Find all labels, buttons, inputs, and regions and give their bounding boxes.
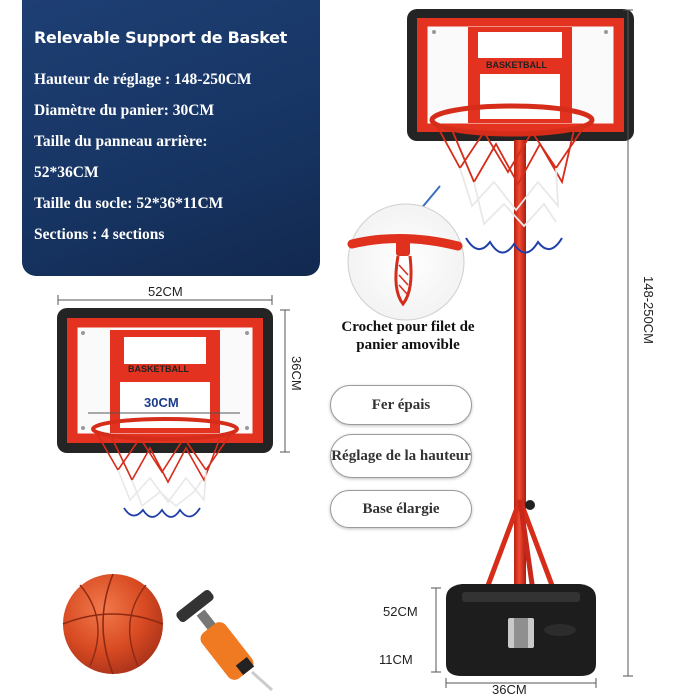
- large-board-text: BASKETBALL: [486, 60, 547, 70]
- spec-panel: Relevable Support de Basket Hauteur de r…: [22, 0, 320, 276]
- feature-height-adjust: Réglage de la hauteur: [330, 434, 472, 478]
- small-backboard: [57, 295, 290, 518]
- air-pump: [176, 589, 274, 692]
- feature-thick-iron: Fer épais: [330, 385, 472, 425]
- total-height-label: 148-250CM: [641, 276, 656, 344]
- hook-caption: Crochet pour filet de panier amovible: [341, 319, 475, 353]
- base-depth-label: 52CM: [383, 604, 418, 619]
- spec-board-size: 52*36CM: [34, 164, 99, 181]
- base-height-label: 11CM: [379, 652, 413, 667]
- rim-diameter-label: 30CM: [144, 395, 179, 410]
- base-width-label: 36CM: [492, 682, 527, 697]
- spec-height: Hauteur de réglage : 148-250CM: [34, 71, 252, 88]
- board-height-label: 36CM: [289, 356, 304, 391]
- spec-base-size: Taille du socle: 52*36*11CM: [34, 195, 224, 212]
- basketball: [62, 573, 164, 675]
- feature-wide-base: Base élargie: [330, 490, 472, 528]
- hook-detail: [347, 185, 465, 321]
- standing-hoop: [407, 9, 634, 688]
- spec-title: Relevable Support de Basket: [34, 28, 288, 47]
- small-board-text: BASKETBALL: [128, 364, 189, 374]
- spec-rim-diameter: Diamètre du panier: 30CM: [34, 102, 215, 119]
- spec-board-size-label: Taille du panneau arrière:: [34, 133, 208, 150]
- board-width-label: 52CM: [148, 284, 183, 299]
- spec-sections: Sections : 4 sections: [34, 226, 165, 243]
